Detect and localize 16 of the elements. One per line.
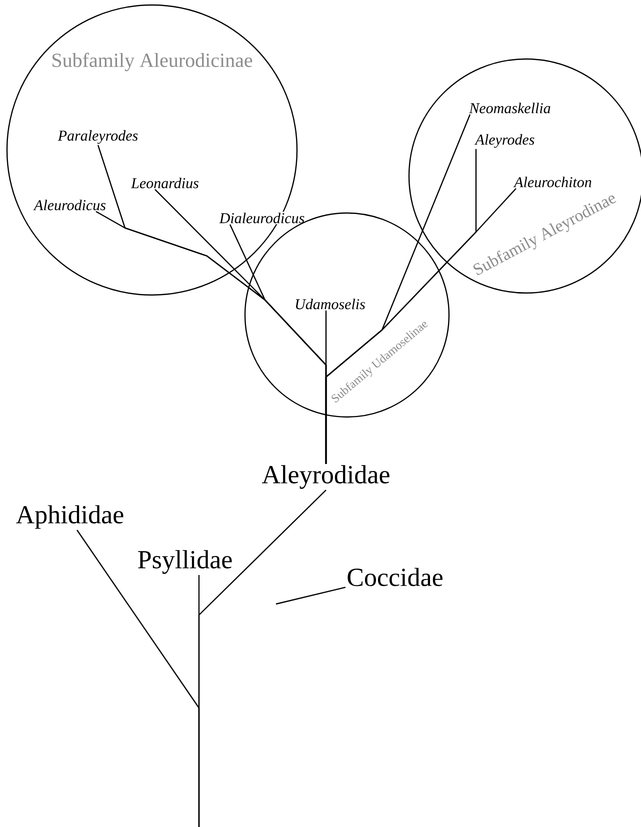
genus-label: Aleurochiton: [513, 176, 593, 188]
family-label: Aphididae: [14, 504, 126, 530]
genus-label: Dialeurodicus: [218, 212, 306, 224]
tree-branch: [198, 490, 326, 827]
tree-branch: [325, 188, 516, 464]
family-label: Coccidae: [346, 566, 444, 588]
genus-label: Aleyrodes: [474, 133, 536, 149]
family-label: Aleyrodidae: [260, 464, 392, 490]
tree-branch: [276, 586, 346, 605]
genus-label: Aleurodicus: [33, 198, 107, 212]
subfamily-heading: Subfamily Aleurodicinae: [52, 52, 252, 72]
family-label: Psyllidae: [136, 549, 234, 575]
genus-label: Paraleyrodes: [56, 129, 140, 145]
genus-label: Leonardius: [130, 176, 200, 190]
genus-label: Neomaskellia: [468, 102, 552, 114]
genus-label: Udamoselis: [294, 298, 366, 310]
